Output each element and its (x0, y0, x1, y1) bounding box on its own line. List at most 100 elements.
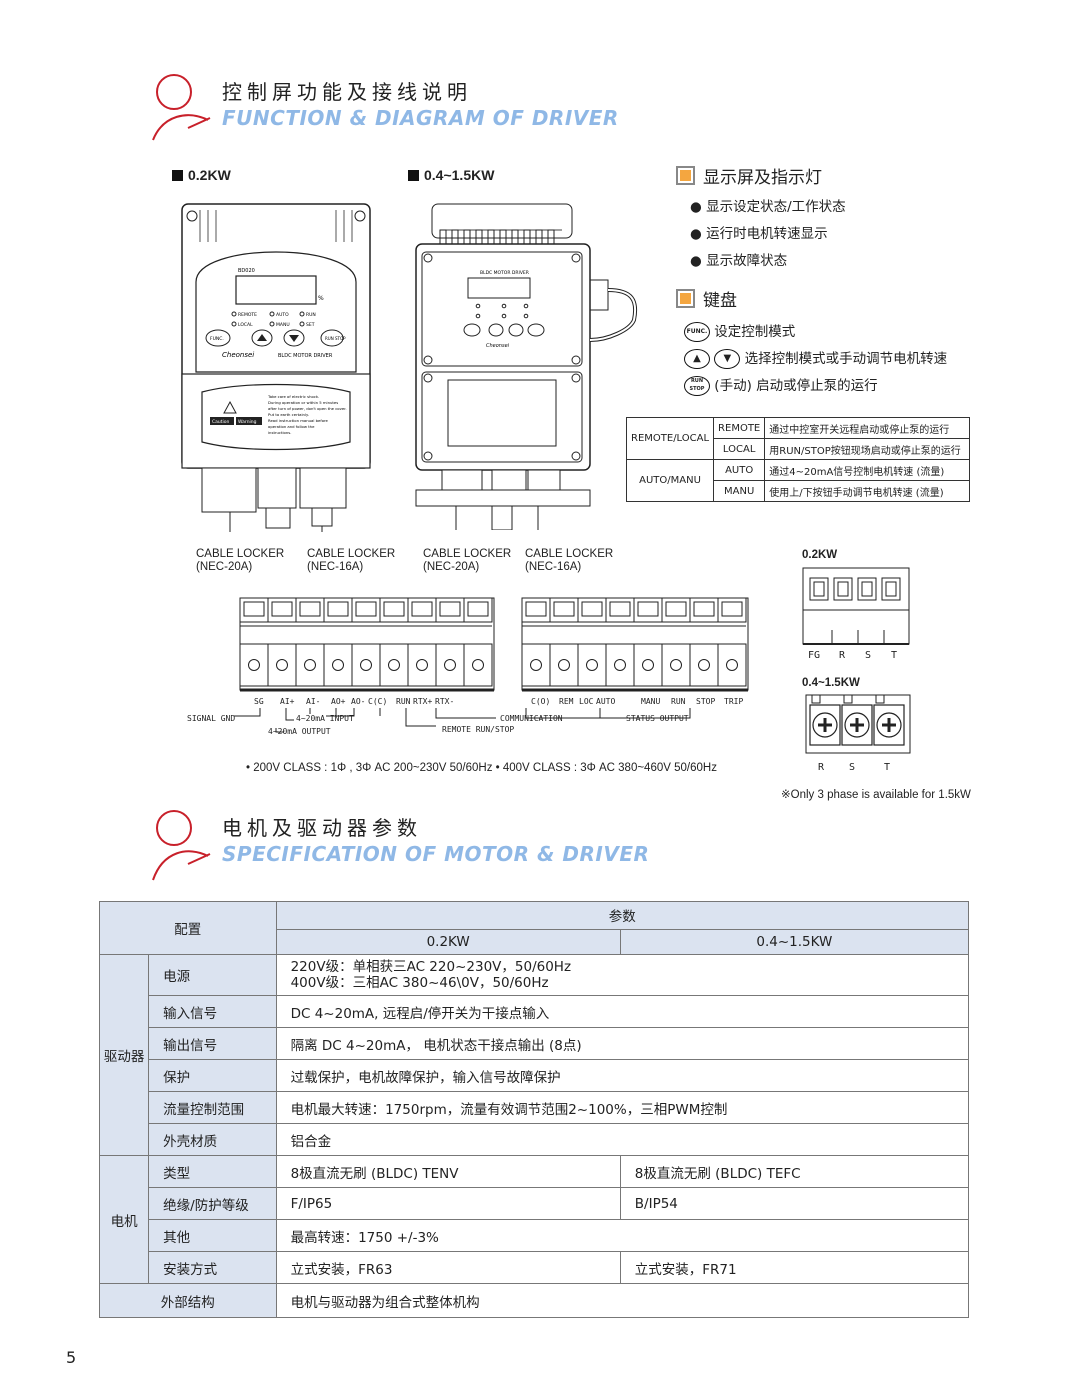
terminal-cell-part (304, 659, 316, 671)
spec-value: 立式安装，FR71 (619, 1251, 970, 1284)
svg-text:LOCAL: LOCAL (238, 322, 253, 328)
spec-item: 流量控制范围 (148, 1091, 277, 1124)
power-terminal-label-large: 0.4~1.5KW (802, 677, 860, 689)
mode-desc: 通过中控室开关远程启动或停止泵的运行 (764, 417, 970, 439)
power-terminal-name: R (818, 762, 825, 773)
params-header: 参数 (275, 901, 970, 930)
svg-text:Warning: Warning (238, 419, 257, 425)
cable-locker-3: CABLE LOCKER(NEC-20A) (423, 548, 512, 573)
svg-text:operation and follow the: operation and follow the (268, 424, 315, 429)
terminal-label: REM (559, 697, 574, 706)
driver-small-drawing: BD020 % REMOTE AUTO RUN LOCAL MANU SET F… (181, 203, 371, 532)
terminal-annotation: SIGNAL GND (187, 714, 236, 723)
power-terminal-name: T (884, 762, 891, 773)
power-terminal-name: R (839, 650, 846, 661)
terminal-cell-part (609, 601, 631, 617)
spec-item: 电源 (148, 954, 277, 996)
section-logo-1 (152, 74, 211, 141)
terminal-cell-part (327, 601, 349, 617)
svg-text:%: % (318, 295, 324, 302)
terminal-label: AO- (351, 697, 366, 706)
section-title-en: FUNCTION & DIAGRAM OF DRIVER (222, 106, 619, 130)
down-key-icon: ▼ (714, 349, 741, 369)
terminal-annotation: COMMUNICATION (500, 714, 563, 723)
up-key-icon: ▲ (684, 349, 710, 369)
spec-item: 保护 (148, 1059, 277, 1092)
display-section-title: 显示屏及指示灯 (676, 163, 822, 188)
svg-text:instructions.: instructions. (268, 430, 291, 435)
terminal-cell-part (355, 601, 377, 617)
section-title-en: SPECIFICATION OF MOTOR & DRIVER (222, 842, 650, 866)
terminal-label: RUN (671, 697, 686, 706)
terminal-cell-part (407, 643, 437, 687)
section-marker-icon (676, 289, 695, 308)
terminal-cell-part (383, 601, 405, 617)
display-item-1: ● 显示设定状态/工作状态 (690, 199, 846, 215)
mode-name: LOCAL (713, 438, 766, 460)
spec-value: 电机与驱动器为组合式整体机构 (275, 1283, 970, 1318)
mode-name: AUTO (713, 459, 766, 481)
svg-text:SET: SET (306, 322, 315, 328)
spec-value: F/IP65 (275, 1187, 621, 1220)
terminal-cell-part (467, 601, 489, 617)
svg-text:During operation or within 5 m: During operation or within 5 minutes (268, 400, 338, 405)
spec-item: 绝缘/防护等级 (148, 1187, 277, 1220)
group-header: 驱动器 (98, 954, 150, 1156)
terminal-cell-part (360, 659, 372, 671)
mode-desc: 通过4~20mA信号控制电机转速 (流量) (764, 459, 970, 481)
terminal-cell-part (332, 659, 344, 671)
terminal-label: AI+ (280, 697, 295, 706)
group-header: 电机 (98, 1155, 150, 1284)
terminal-annotation: 4~20mA INPUT (296, 714, 354, 723)
terminal-cell-part (637, 601, 659, 617)
col-header: 0.2KW (275, 928, 621, 956)
svg-text:Caution: Caution (212, 419, 230, 425)
driver-large-drawing: BLDC MOTOR DRIVER Cheonsei (415, 203, 638, 530)
terminal-cell-part (299, 601, 321, 617)
terminal-cell-part (693, 601, 715, 617)
section-title-cn: 电机及驱动器参数 (222, 816, 422, 840)
terminal-label: SG (254, 697, 264, 706)
svg-text:RUN STOP: RUN STOP (325, 336, 346, 341)
terminal-cell-part (243, 601, 265, 617)
spec-value: 8极直流无刷 (BLDC) TENV (275, 1155, 621, 1188)
terminal-cell-part (726, 659, 738, 671)
keypad-section-title: 键盘 (676, 286, 737, 311)
terminal-label: AUTO (596, 697, 616, 706)
svg-text:RUN: RUN (306, 312, 316, 318)
terminal-leaders (234, 708, 691, 733)
cable-locker-4: CABLE LOCKER(NEC-16A) (525, 548, 614, 573)
terminal-block-left (239, 597, 495, 692)
terminal-cell-part (665, 601, 687, 617)
keypad-func-row: FUNC. 设定控制模式 (684, 320, 795, 342)
terminal-cell-part (670, 659, 682, 671)
power-terminal-label-small: 0.2KW (802, 549, 838, 561)
power-terminal-small (802, 567, 910, 645)
terminal-label: LOC (579, 697, 594, 706)
mode-name: REMOTE (713, 417, 766, 439)
cable-locker-2: CABLE LOCKER(NEC-16A) (307, 548, 396, 573)
terminal-cell-part (530, 659, 542, 671)
terminal-label: TRIP (724, 697, 744, 706)
svg-text:AUTO: AUTO (276, 312, 289, 318)
terminal-annotation: STATUS OUTPUT (626, 714, 689, 723)
power-terminal-name: S (849, 762, 856, 773)
keypad-arrow-row: ▲ ▼ 选择控制模式或手动调节电机转速 (684, 347, 947, 369)
terminal-label: RTX+ (413, 697, 433, 706)
mode-desc: 用RUN/STOP按钮现场启动或停止泵的运行 (764, 438, 970, 460)
terminal-label: AI- (306, 697, 321, 706)
spec-value: 8极直流无刷 (BLDC) TEFC (619, 1155, 970, 1188)
terminal-label: AO+ (331, 697, 346, 706)
terminal-cell-part (271, 601, 293, 617)
spec-value: 最高转速：1750 +/-3% (275, 1219, 970, 1252)
spec-item: 输入信号 (148, 995, 277, 1028)
mode-group: AUTO/MANU (625, 459, 715, 502)
page-number: 5 (66, 1348, 77, 1367)
svg-text:REMOTE: REMOTE (238, 312, 257, 318)
power-terminal-name: FG (808, 650, 821, 661)
cable-locker-1: CABLE LOCKER(NEC-20A) (196, 548, 285, 573)
mode-group: REMOTE/LOCAL (625, 417, 715, 460)
svg-text:BLDC MOTOR DRIVER: BLDC MOTOR DRIVER (480, 270, 529, 276)
terminal-label: RTX- (435, 697, 455, 706)
